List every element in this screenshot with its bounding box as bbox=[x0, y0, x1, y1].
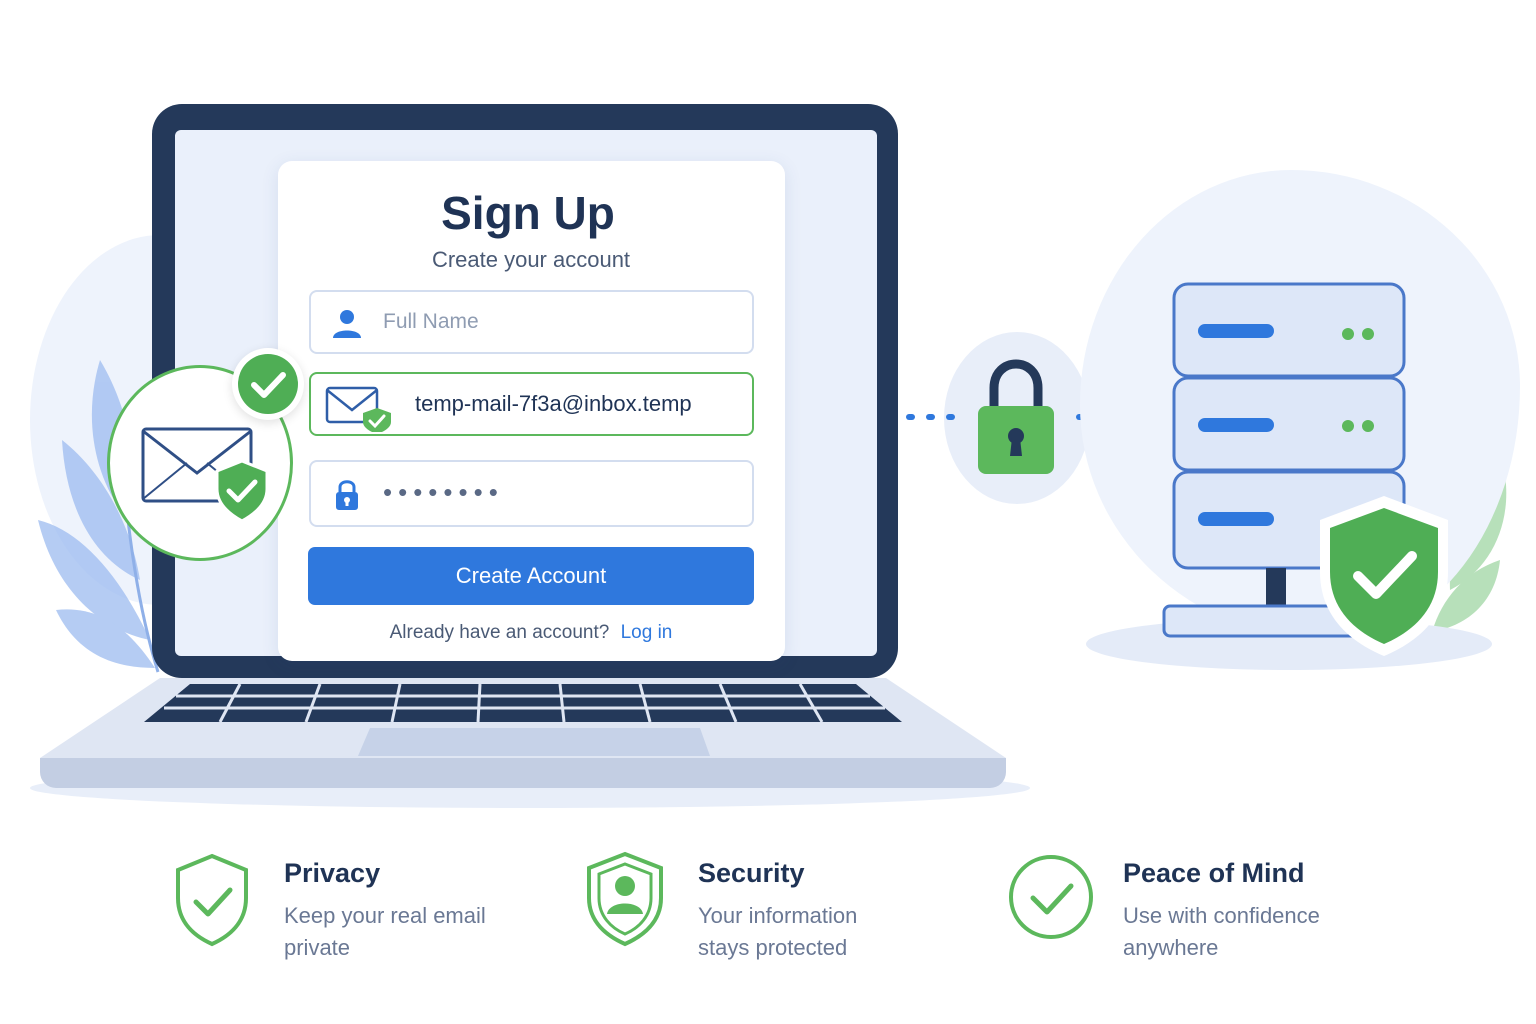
server-shield-icon bbox=[1320, 496, 1448, 656]
feature-privacy-description: Keep your real email private bbox=[284, 900, 524, 964]
envelope-shield-icon bbox=[141, 427, 269, 523]
login-prompt-text: Already have an account? bbox=[389, 622, 610, 643]
password-masked-value: •••••••• bbox=[383, 477, 504, 507]
feature-peace-title: Peace of Mind bbox=[1123, 858, 1305, 888]
signup-title: Sign Up bbox=[441, 187, 615, 239]
check-circle-icon bbox=[238, 354, 298, 414]
lock-icon bbox=[336, 480, 358, 510]
login-prompt-line: Already have an account? Log in bbox=[0, 622, 1062, 644]
feature-security-line-2: stays protected bbox=[698, 935, 848, 960]
email-value: temp-mail-7f3a@inbox.temp bbox=[415, 391, 692, 416]
email-verified-icon bbox=[325, 386, 391, 432]
shield-check-icon bbox=[176, 853, 248, 947]
user-icon bbox=[333, 310, 361, 338]
full-name-field[interactable]: Full Name bbox=[309, 290, 754, 354]
full-name-placeholder: Full Name bbox=[383, 310, 479, 333]
shield-user-icon bbox=[587, 851, 663, 947]
feature-peace-line-2: anywhere bbox=[1123, 935, 1219, 960]
feature-security-title: Security bbox=[698, 858, 805, 888]
create-account-button[interactable]: Create Account bbox=[308, 547, 754, 605]
login-link[interactable]: Log in bbox=[620, 622, 673, 643]
signup-subtitle: Create your account bbox=[431, 247, 631, 272]
circle-check-icon bbox=[1009, 855, 1093, 939]
feature-security-description: Your information stays protected bbox=[698, 900, 938, 964]
feature-privacy-line-2: private bbox=[284, 935, 351, 960]
feature-peace-description: Use with confidence anywhere bbox=[1123, 900, 1363, 964]
laptop-keyboard-deck bbox=[40, 678, 1006, 758]
password-field[interactable]: •••••••• bbox=[309, 460, 754, 527]
feature-peace-line-1: Use with confidence bbox=[1123, 903, 1320, 928]
verified-check-bubble bbox=[232, 348, 304, 420]
feature-privacy-title: Privacy bbox=[284, 858, 381, 888]
laptop-front-edge bbox=[40, 758, 1006, 788]
feature-privacy-line-1: Keep your real email bbox=[284, 903, 486, 928]
email-field[interactable]: temp-mail-7f3a@inbox.temp bbox=[309, 372, 754, 436]
feature-security-line-1: Your information bbox=[698, 903, 858, 928]
